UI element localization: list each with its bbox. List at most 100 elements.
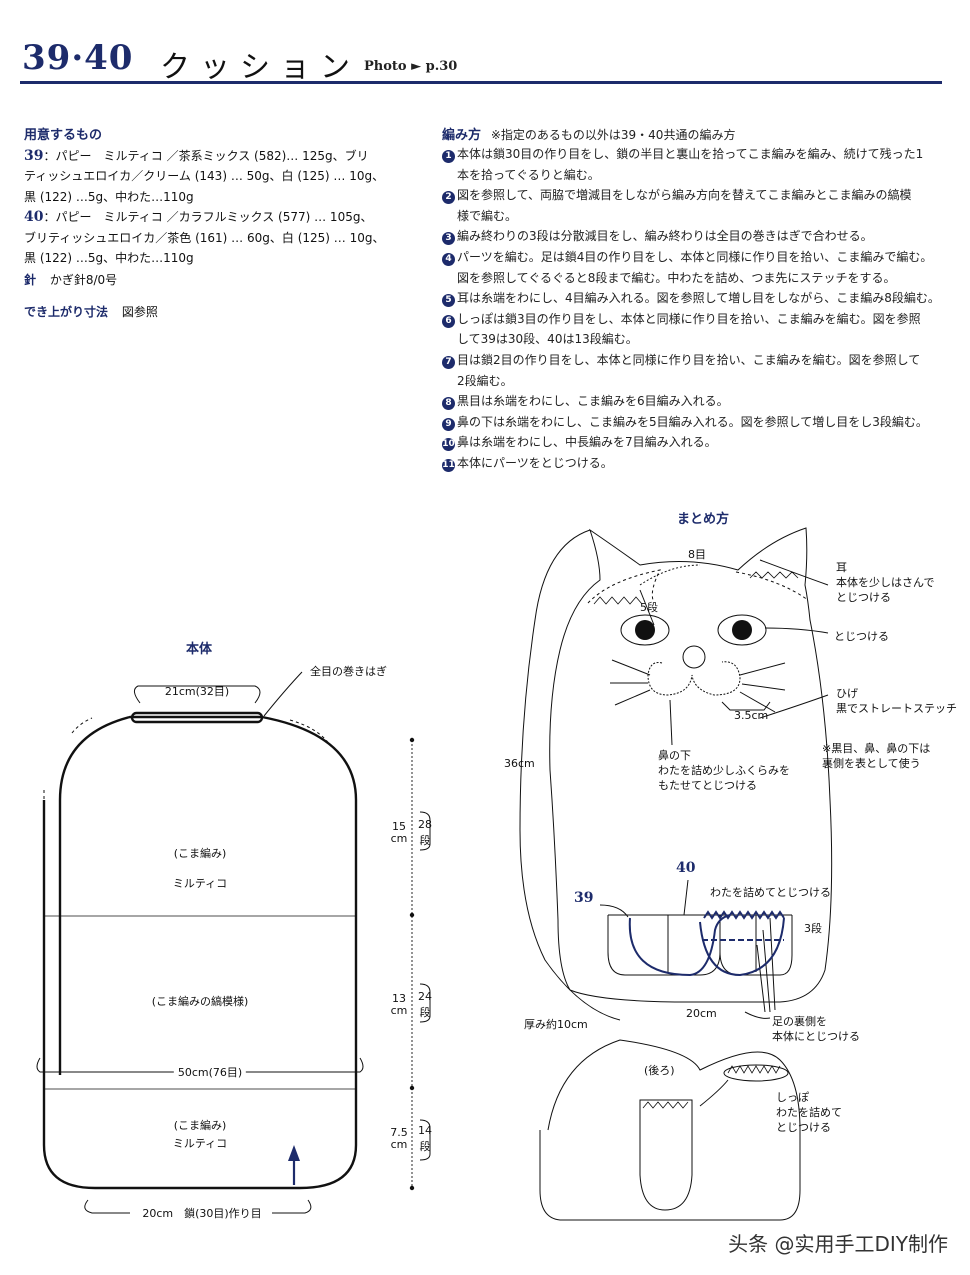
top-seam-label: 全目の巻きはぎ <box>310 665 387 678</box>
dimension-rows: 28 <box>418 818 432 831</box>
step-number: 10 <box>442 432 457 453</box>
ear-rows-label: 5段 <box>640 601 658 614</box>
nose-note-line: 鼻の下 <box>658 749 691 762</box>
step-number: 7 <box>442 350 457 391</box>
step-number: 8 <box>442 391 457 412</box>
foot-rows-label: 3段 <box>804 922 822 935</box>
method-note: ※指定のあるもの以外は39・40共通の編み方 <box>490 128 736 142</box>
whisker-note-line: 黒でストレートステッチ <box>836 702 957 715</box>
ear-top-label: 8目 <box>688 548 706 561</box>
step-number: 5 <box>442 288 457 309</box>
method-heading: 編み方 <box>442 128 482 143</box>
foot-note-line: 足の裏側を <box>772 1015 827 1028</box>
step-number: 4 <box>442 247 457 288</box>
step-line: 本を拾ってぐるりと編む。 <box>457 167 600 182</box>
dimension-row-unit: 段 <box>419 834 431 847</box>
thickness-label: 厚み約10cm <box>524 1018 588 1031</box>
dimension-unit: cm <box>390 832 408 845</box>
band1-stitch: (こま編み) <box>173 847 227 860</box>
height-label: 36cm <box>504 757 535 770</box>
nose-note: 鼻の下わたを詰め少しふくらみをもたせてとじつける <box>658 748 790 793</box>
assembly-note-line: ※黒目、鼻、鼻の下は <box>822 742 931 755</box>
method-heading-row: 編み方 ※指定のあるもの以外は39・40共通の編み方 <box>442 124 952 144</box>
step-line: パーツを編む。足は鎖4目の作り目をし、本体と同様に作り目を拾い、こま編みで編む。 <box>457 249 933 264</box>
materials-line: ティッシュエロイカ／クリーム (143) … 50g、白 (125) … 10g… <box>24 166 404 186</box>
band1-yarn: ミルティコ <box>172 877 228 890</box>
materials-line: 黒 (122) …5g、中わた…110g <box>24 187 404 207</box>
step-line: 本体は鎖30目の作り目をし、鎖の半目と裏山を拾ってこま編みを編み、続けて残った1 <box>457 147 924 161</box>
nose-note-line: もたせてとじつける <box>658 779 757 792</box>
step-body: 本体は鎖30目の作り目をし、鎖の半目と裏山を拾ってこま編みを編み、続けて残った1… <box>457 144 952 185</box>
step-number-badge: 9 <box>442 417 455 431</box>
photo-reference: Photo ► p.30 <box>364 59 458 74</box>
label-39: 39 <box>574 890 594 906</box>
step-line: 編み終わりの3段は分散減目をし、編み終わりは全目の巻きはぎで合わせる。 <box>457 229 873 244</box>
materials-line-text: 黒 (122) …5g、中わた…110g <box>24 189 194 204</box>
band2-stitch: (こま編みの縞模様) <box>151 995 249 1008</box>
step-body: 本体にパーツをとじつける。 <box>457 453 952 474</box>
dimension-rows: 24 <box>418 990 432 1003</box>
foot-note: 足の裏側を本体にとじつける <box>772 1014 860 1044</box>
foot-note-line: 本体にとじつける <box>772 1030 860 1043</box>
materials-variant-tag: 39 <box>24 148 44 164</box>
step-number: 11 <box>442 453 457 474</box>
materials-line-text: ブリティッシュエロイカ／茶色 (161) … 60g、白 (125) … 10g… <box>24 230 385 245</box>
step-number-badge: 10 <box>442 438 455 452</box>
bottom-width-label: 20cm <box>686 1007 717 1020</box>
size-value: 図参照 <box>121 305 158 320</box>
step-number-badge: 5 <box>442 294 455 308</box>
step-body: 黒目は糸端をわにし、こま編みを6目編み入れる。 <box>457 391 952 412</box>
tail-note: しっぽわたを詰めてとじつける <box>776 1090 842 1135</box>
body-diagram-drawing <box>36 671 431 1214</box>
bottom-label: 20cm 鎖(30目)作り目 <box>142 1207 262 1220</box>
left-ear-line <box>587 569 661 604</box>
materials-line: 黒 (122) …5g、中わた…110g <box>24 248 404 268</box>
step-line: 鼻は糸端をわにし、中長編みを7目編み入れる。 <box>457 435 717 450</box>
top-width-label: 21cm(32目) <box>164 685 230 698</box>
needle-value: かぎ針8/0号 <box>49 273 118 288</box>
step-line: して39は30段、40は13段編む。 <box>457 332 638 347</box>
assembly-note-line: 裏側を表として使う <box>822 757 921 770</box>
step-line: 図を参照して、両脇で増減目をしながら編み方向を替えてこま編みとこま編みの縞模 <box>457 188 912 203</box>
label-40: 40 <box>676 860 696 876</box>
step-line: 耳は糸端をわにし、4目編み入れる。図を参照して増し目をしながら、こま編み8段編む… <box>457 291 940 306</box>
step-number: 6 <box>442 309 457 350</box>
assembly-title: まとめ方 <box>677 512 730 527</box>
materials-section: 用意するもの 39：パピー ミルティコ ／茶系ミックス (582)… 125g、… <box>24 124 404 323</box>
step-body: 鼻は糸端をわにし、中長編みを7目編み入れる。 <box>457 432 952 453</box>
knit-direction-arrow-icon <box>288 1145 300 1161</box>
step-number: 9 <box>442 412 457 433</box>
right-ear-line <box>735 571 809 601</box>
tail-note-line: しっぽ <box>776 1091 809 1104</box>
width-arrow <box>36 1057 364 1073</box>
dimension-length: 7.5 <box>390 1126 408 1139</box>
dimension-length: 13 <box>392 992 406 1005</box>
materials-list: 39：パピー ミルティコ ／茶系ミックス (582)… 125g、ブリティッシュ… <box>24 146 404 268</box>
step-body: パーツを編む。足は鎖4目の作り目をし、本体と同様に作り目を拾い、こま編みで編む。… <box>457 247 952 288</box>
whisker-note: ひげ黒でストレートステッチ <box>836 686 957 716</box>
nose-note-line: わたを詰め少しふくらみを <box>658 764 790 777</box>
size-label: でき上がり寸法 <box>24 305 109 320</box>
step-body: しっぽは鎖3目の作り目をし、本体と同様に作り目を拾い、こま編みを編む。図を参照し… <box>457 309 952 350</box>
materials-line: ブリティッシュエロイカ／茶色 (161) … 60g、白 (125) … 10g… <box>24 228 404 248</box>
step-line: 様で編む。 <box>457 208 518 223</box>
dimension-rows: 14 <box>418 1124 432 1137</box>
cat-body-outline <box>549 527 833 1003</box>
bottom-width-bracket <box>84 1199 312 1214</box>
step-number: 3 <box>442 226 457 247</box>
step-body: 編み終わりの3段は分散減目をし、編み終わりは全目の巻きはぎで合わせる。 <box>457 226 952 247</box>
ear-note-line: 本体を少しはさんで <box>836 576 935 589</box>
foot-40-outline <box>699 917 785 977</box>
pattern-title: クッション <box>160 50 360 85</box>
dimension-unit: cm <box>390 1004 408 1017</box>
